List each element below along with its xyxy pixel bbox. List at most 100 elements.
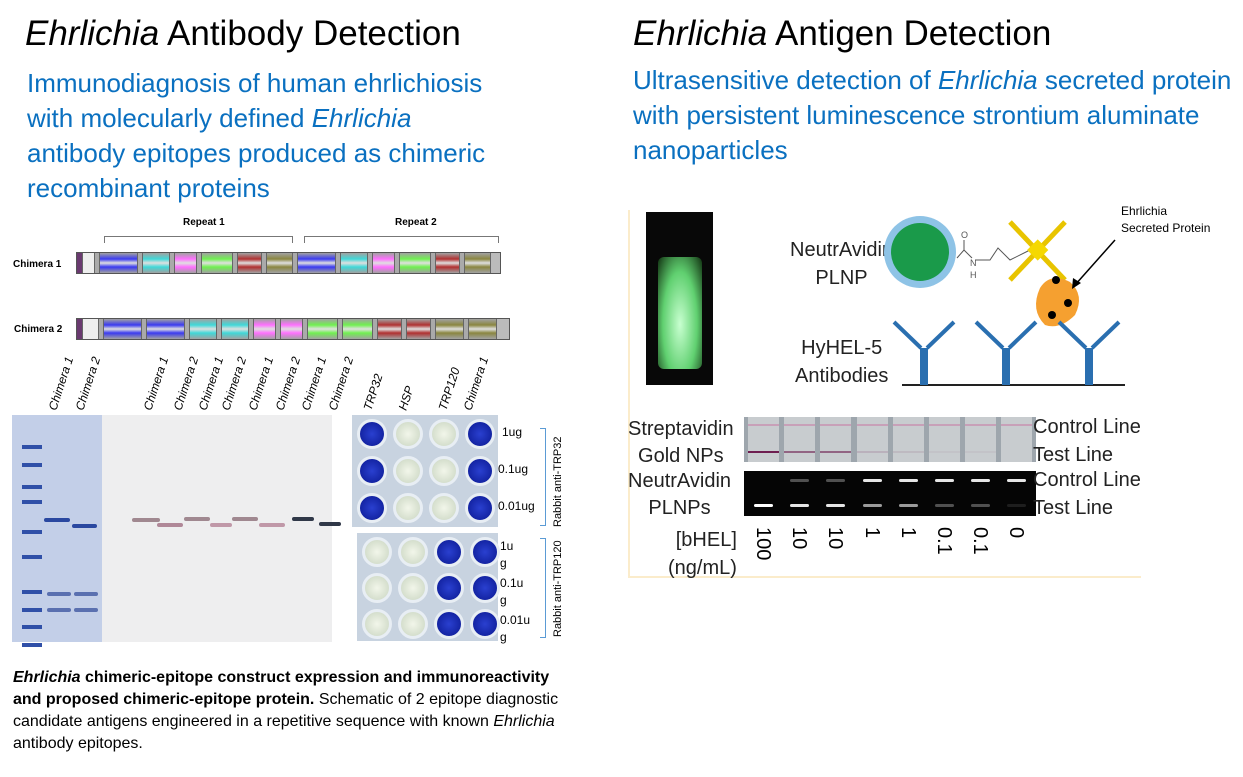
control-line (1001, 424, 1033, 426)
segment-4 (238, 253, 262, 273)
test-line (935, 504, 954, 507)
elisa-well (429, 493, 459, 523)
gold-np-strip (816, 417, 856, 462)
figure-panel (628, 210, 1141, 578)
segment-start (83, 319, 99, 339)
gold-np-strip (852, 417, 892, 462)
control-line-label-gold: Control Line (1033, 416, 1141, 438)
elisa-well (362, 609, 392, 639)
test-line (971, 504, 991, 507)
western-blot-image (12, 415, 341, 647)
plnp-strip (852, 471, 892, 516)
plate-conc-label: 0.01ug (498, 499, 535, 513)
segment-1 (341, 253, 368, 273)
hydrogen-label: H (970, 270, 977, 280)
lane-label: Chimera 1 (460, 355, 492, 412)
coomassie-gel (12, 415, 102, 642)
secreted-protein-label: Ehrlichia Secreted Protein (1121, 204, 1211, 235)
test-line (748, 451, 779, 453)
antibody-icon (892, 320, 956, 385)
elisa-well (393, 456, 423, 486)
antibody-icon (1057, 320, 1121, 385)
gold-nps-label: Streptavidin Gold NPs (628, 418, 734, 467)
gel-band (232, 517, 258, 521)
control-line (971, 479, 991, 482)
elisa-well (465, 419, 495, 449)
plate-conc-label: 0.01u g (500, 613, 531, 644)
test-line (965, 451, 997, 453)
segment-linker (373, 319, 378, 339)
ladder-band (22, 625, 42, 629)
segment-2 (281, 319, 303, 339)
elisa-plate-trp120 (357, 533, 500, 641)
ladder-band (22, 530, 42, 534)
gel-band (259, 523, 285, 527)
test-line (862, 504, 882, 507)
oxygen-label: O (961, 230, 968, 240)
plnp-strip (997, 471, 1037, 516)
repeat2-bracket (304, 236, 499, 243)
ladder-band (22, 608, 42, 612)
lane-label: HSP (395, 384, 417, 412)
chimera1-bar (76, 252, 501, 274)
chimera1-label: Chimera 1 (13, 259, 62, 270)
test-line (826, 504, 846, 507)
gold-np-strip (997, 417, 1037, 462)
elisa-well (434, 537, 464, 567)
segment-linker (402, 319, 407, 339)
segment-start (83, 253, 95, 273)
test-line (1001, 451, 1032, 453)
elisa-well (393, 493, 423, 523)
plnp-strip (816, 471, 856, 516)
segment-0 (298, 253, 336, 273)
trp120-bracket (540, 538, 546, 638)
gel-band (47, 592, 71, 596)
segment-2 (175, 253, 197, 273)
gel-band (72, 524, 97, 528)
ladder-band (22, 643, 42, 647)
segment-4 (378, 319, 402, 339)
elisa-well (434, 573, 464, 603)
segment-linker (95, 253, 100, 273)
plnp-strip (961, 471, 1001, 516)
lane-label: Chimera 1 (245, 355, 277, 412)
elisa-well (470, 609, 500, 639)
test-line (892, 451, 924, 453)
segment-5 (469, 319, 497, 339)
trp120-group-label: Rabbit anti-TRP120 (552, 540, 564, 637)
segment-1 (143, 253, 170, 273)
lane-label: Chimera 2 (272, 355, 304, 412)
plnp-strip (780, 471, 820, 516)
lane-label: TRP120 (435, 365, 463, 412)
segment-linker (460, 253, 465, 273)
ladder-band (22, 485, 42, 489)
elisa-well (357, 419, 387, 449)
test-line (898, 504, 918, 507)
gold-np-strip (744, 417, 783, 462)
hyhel-antibody-icons (892, 320, 1121, 385)
control-line (898, 479, 918, 482)
test-line (929, 451, 960, 453)
concentration-label: 1 (896, 527, 919, 539)
gel-band (157, 523, 183, 527)
segment-linker (276, 319, 281, 339)
plate-conc-label: 0.1ug (498, 462, 529, 476)
segment-linker (170, 253, 175, 273)
plnp-strip (744, 471, 783, 516)
segment-linker (338, 319, 343, 339)
gel-band (44, 518, 70, 522)
gold-np-strip (888, 417, 928, 462)
gold-np-strip (925, 417, 964, 462)
right-subtitle: Ultrasensitive detection of Ehrlichia se… (633, 65, 1232, 165)
hyhel-antibodies-label: HyHEL-5 Antibodies (795, 337, 889, 387)
segment-linker (431, 253, 436, 273)
segment-3 (202, 253, 233, 273)
trp32-bracket (540, 428, 546, 526)
control-line (856, 424, 888, 426)
elisa-well (429, 419, 459, 449)
segment-linker (138, 253, 143, 273)
elisa-well (465, 456, 495, 486)
elisa-well (393, 419, 423, 449)
arrow-icon (1074, 239, 1116, 286)
segment-linker (197, 253, 202, 273)
